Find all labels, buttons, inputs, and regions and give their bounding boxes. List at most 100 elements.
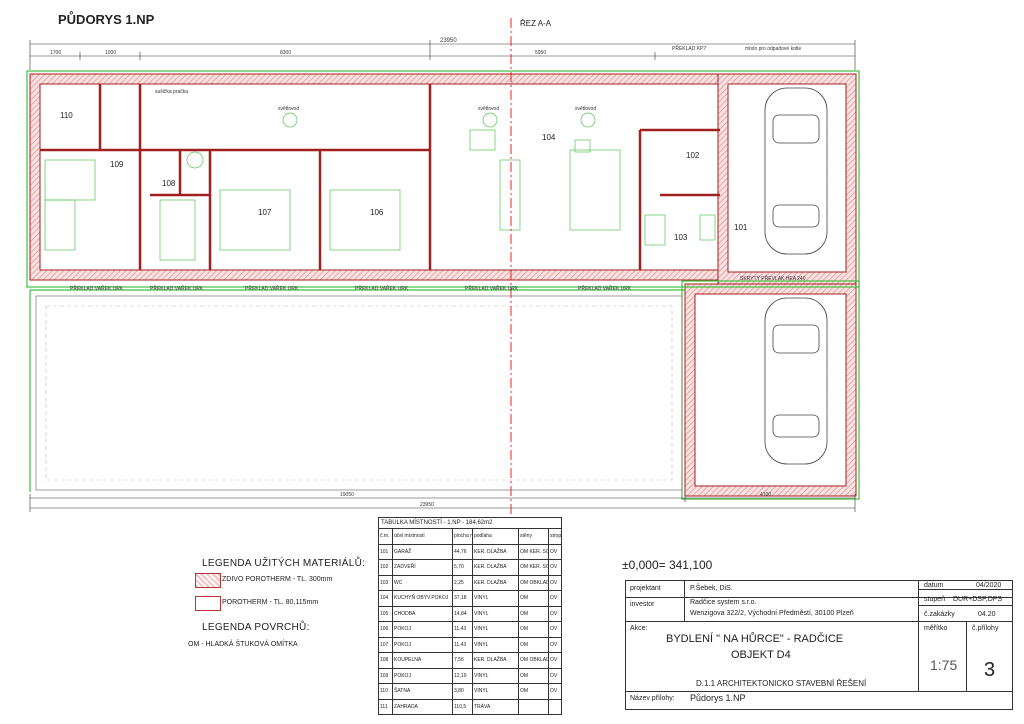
- room-table-header-cell: strop: [548, 528, 562, 545]
- table-cell: WC: [392, 574, 453, 591]
- section-label: ŘEZ A-A: [520, 19, 552, 28]
- action-label: Akce:: [630, 625, 648, 632]
- room-table-header-cell: plocha m²: [452, 528, 473, 545]
- skylight-label: světlovod: [575, 106, 596, 112]
- legend-surface-1: OM - HLADKÁ ŠTUKOVÁ OMÍTKA: [188, 641, 298, 648]
- table-cell: OM: [518, 667, 549, 684]
- table-cell: OV: [548, 605, 562, 622]
- scale-label: měřítko: [924, 625, 948, 632]
- investor-label: investor: [630, 601, 655, 608]
- table-cell: CHODBA: [392, 605, 453, 622]
- lintel-label: PŘEKLAD VAŘEK URK: [70, 284, 124, 292]
- table-cell: OM: [518, 636, 549, 653]
- table-cell: VINYL: [472, 636, 519, 653]
- garden-area: [35, 295, 683, 491]
- designer-name: P.Šebek, DiS.: [690, 585, 733, 592]
- table-cell: 103: [378, 574, 393, 591]
- dimension-bottom-seg-1: 19050: [340, 492, 354, 498]
- table-cell: KER. DLAŽBA: [472, 543, 519, 560]
- interior-walls: [40, 84, 720, 270]
- dimension-top-seg-2: 1000: [105, 50, 116, 56]
- table-cell: OM: [518, 621, 549, 638]
- table-cell: OM: [518, 605, 549, 622]
- table-cell: POKOJ: [392, 621, 453, 638]
- table-cell: 111: [378, 698, 393, 715]
- room-table-header-cell: stěny: [518, 528, 549, 545]
- table-cell: 2,25: [452, 574, 473, 591]
- car-icon: [764, 87, 828, 465]
- table-cell: 14,84: [452, 605, 473, 622]
- legend-swatch-hatched: [195, 573, 221, 588]
- stage-value: DUR+DSP,DPS: [953, 596, 1003, 603]
- table-cell: 44,76: [452, 543, 473, 560]
- table-cell: OV: [548, 683, 562, 700]
- dimension-top-seg-1: 1700: [50, 50, 61, 56]
- table-cell: 11,43: [452, 636, 473, 653]
- room-table-header-cell: podlaha: [472, 528, 519, 545]
- room-number: 110: [60, 111, 73, 120]
- table-cell: KER. DLAŽBA: [472, 574, 519, 591]
- table-cell: KOUPELNA: [392, 652, 453, 669]
- date-value: 04/2020: [976, 582, 1002, 589]
- project-name: BYDLENÍ " NA HŮRCE" - RADČICE: [666, 633, 844, 645]
- table-cell: OV: [548, 652, 562, 669]
- table-cell: 7,56: [452, 652, 473, 669]
- dimension-top: [29, 40, 856, 70]
- car-lintel-label: SKRYTÝ PŘEVLAK HEA 240: [740, 274, 806, 282]
- drawing-title: PŮDORYS 1.NP: [58, 12, 155, 27]
- room-table-header-cell: č.m.: [378, 528, 393, 545]
- table-cell: 104: [378, 590, 393, 607]
- legend-materials-heading: LEGENDA UŽITÝCH MATERIÁLŮ:: [202, 558, 366, 569]
- table-cell: 37,18: [452, 590, 473, 607]
- order-value: 04.20: [978, 611, 996, 618]
- project-object: OBJEKT D4: [731, 649, 791, 661]
- table-cell: ŠATNA: [392, 683, 453, 700]
- dimension-top-seg-4: 5950: [535, 50, 546, 56]
- room-number: 108: [162, 179, 176, 188]
- table-cell: OM KER. SOKL +,70: [518, 559, 549, 576]
- table-cell: ZÁDVEŘÍ: [392, 559, 453, 576]
- table-cell: OV: [548, 590, 562, 607]
- table-cell: 107: [378, 636, 393, 653]
- dimension-top-total: 23950: [440, 38, 457, 44]
- lintel-label: PŘEKLAD VAŘEK URK: [245, 284, 299, 292]
- exterior-walls: [29, 73, 857, 497]
- table-cell: 108: [378, 652, 393, 669]
- table-cell: VINYL: [472, 621, 519, 638]
- scale-value: 1:75: [930, 657, 958, 673]
- lintel-label: PŘEKLAD VAŘEK URK: [150, 284, 204, 292]
- lintel-label: PŘEKLAD VAŘEK URK: [465, 284, 519, 292]
- table-cell: OM: [518, 683, 549, 700]
- lintel-label: PŘEKLAD KP7: [672, 44, 706, 52]
- stage-label: stupeň: [924, 596, 946, 603]
- legend-material-1: ZDIVO POROTHERM - TL. 300mm: [222, 576, 333, 583]
- attachment-name: Půdorys 1.NP: [690, 693, 746, 703]
- washer-label: sušička pračka: [155, 89, 188, 95]
- room-number: 104: [542, 133, 556, 142]
- designer-label: projektant: [630, 585, 661, 592]
- room-table-header-cell: účel místnosti: [392, 528, 453, 545]
- dimension-bottom-total: 23950: [420, 502, 434, 508]
- skylight-label: světlovod: [478, 106, 499, 112]
- sheet-label: č.přílohy: [972, 625, 999, 632]
- room-number: 103: [674, 233, 688, 242]
- dimension-top-seg-3: 8300: [280, 50, 291, 56]
- room-table: TABULKA MÍSTNOSTÍ - 1.NP - 184,62m2 č.m.…: [378, 517, 562, 715]
- room-number: 106: [370, 208, 384, 217]
- table-cell: 105: [378, 605, 393, 622]
- order-label: č.zakázky: [924, 611, 955, 618]
- table-cell: ZAHRADA: [392, 698, 453, 715]
- table-cell: 101: [378, 543, 393, 560]
- lintel-label: PŘEKLAD VAŘEK URK: [578, 284, 632, 292]
- investor-address: Wenzigova 322/2, Východní Předměstí, 301…: [690, 610, 854, 617]
- table-cell: KUCHYŇ OBÝV.POKOJ: [392, 590, 453, 607]
- table-cell: OV: [548, 559, 562, 576]
- room-number: 102: [686, 151, 700, 160]
- table-cell: KER. DLAŽBA: [472, 559, 519, 576]
